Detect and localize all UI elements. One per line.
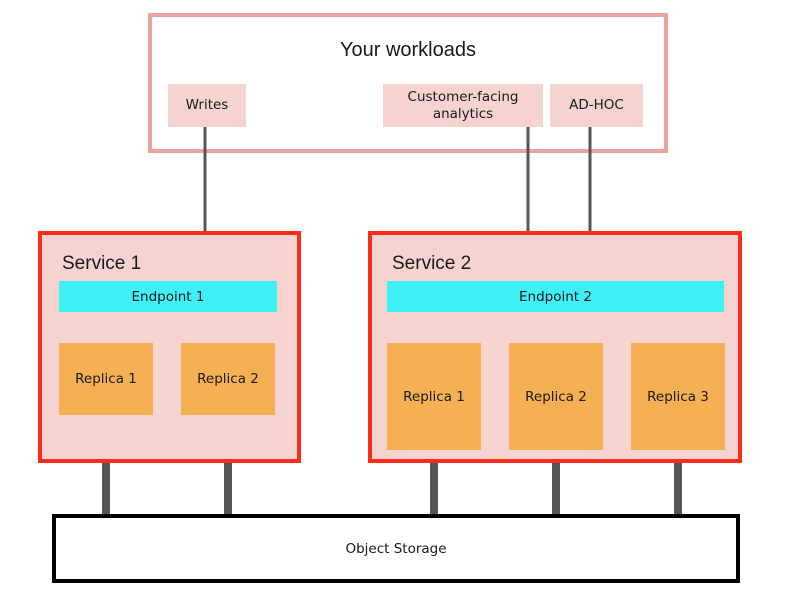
- workload-chip-customer-facing-analytics[interactable]: Customer-facing analytics: [383, 84, 543, 127]
- service-2-replica-1[interactable]: Replica 1: [387, 343, 481, 450]
- service-1-title: Service 1: [62, 253, 142, 274]
- connector-s1-replica2-storage: [224, 410, 232, 518]
- object-storage-box[interactable]: Object Storage: [52, 514, 740, 583]
- connector-s2-replica3-storage: [674, 445, 682, 518]
- connector-s2-replica2-storage: [552, 445, 560, 518]
- workloads-container: Your workloads: [148, 13, 668, 153]
- endpoint-2[interactable]: Endpoint 2: [387, 281, 724, 312]
- workloads-title: Your workloads: [339, 39, 476, 61]
- connector-s1-replica1-storage: [102, 410, 110, 518]
- workload-chip-writes[interactable]: Writes: [168, 84, 246, 127]
- service-1-replica-2[interactable]: Replica 2: [181, 343, 275, 415]
- service-1-replica-1[interactable]: Replica 1: [59, 343, 153, 415]
- service-2-replica-3[interactable]: Replica 3: [631, 343, 725, 450]
- workload-chip-ad-hoc[interactable]: AD-HOC: [550, 84, 643, 127]
- service-2-replica-2[interactable]: Replica 2: [509, 343, 603, 450]
- connector-s2-replica1-storage: [430, 445, 438, 518]
- service-2-title: Service 2: [392, 253, 472, 274]
- endpoint-1[interactable]: Endpoint 1: [59, 281, 277, 312]
